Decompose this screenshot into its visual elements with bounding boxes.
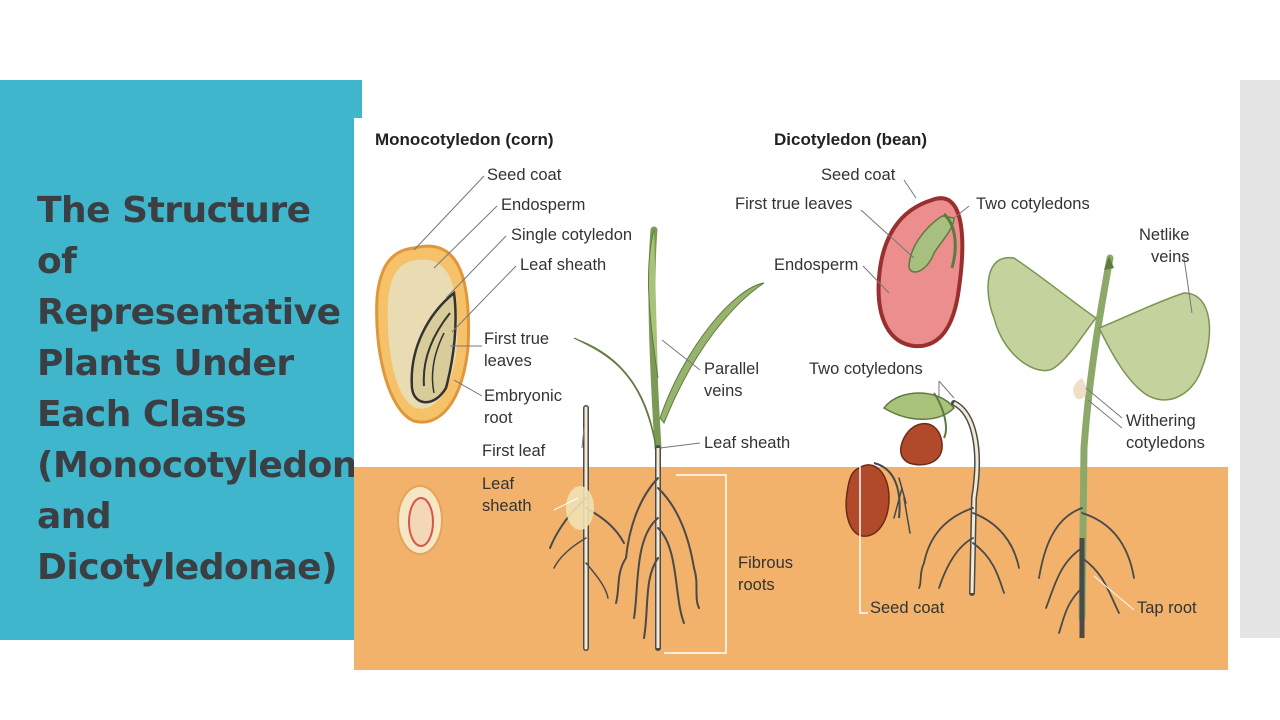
label-bean-first-true-leaves: First true leaves [735, 195, 853, 213]
label-bean-endosperm: Endosperm [774, 256, 859, 274]
label-bean-seed-coat-top: Seed coat [821, 166, 896, 184]
label-single-cotyledon: Single cotyledon [511, 226, 633, 244]
side-strip [1240, 80, 1280, 638]
label-corn-seed-coat: Seed coat [487, 166, 562, 184]
label-corn-leaf-sheath-top: Leaf sheath [520, 256, 607, 274]
label-fibrous-roots-line1: Fibrous [738, 554, 794, 572]
label-corn-leaf-sheath-low-line2: sheath [482, 497, 532, 515]
label-netlike-veins-line2: veins [1151, 248, 1190, 266]
bean-seed-illustration [876, 196, 965, 349]
label-netlike-veins-line1: Netlike [1139, 226, 1190, 244]
monocot-heading: Monocotyledon (corn) [375, 130, 554, 149]
slide-title: The Structure of Representative Plants U… [37, 190, 405, 588]
label-embryonic-root-line1: Embryonic [484, 387, 562, 405]
bean-seedling-mature [987, 254, 1211, 638]
label-two-cotyledons-mid: Two cotyledons [809, 360, 923, 378]
label-corn-endosperm: Endosperm [501, 196, 586, 214]
title-panel [0, 80, 362, 640]
label-withering-cotyledons-line1: Withering [1126, 412, 1196, 430]
corn-seed-illustration [375, 244, 471, 424]
label-parallel-veins-line1: Parallel [704, 360, 760, 378]
label-bean-seed-coat-low: Seed coat [870, 599, 945, 617]
label-corn-leaf-sheath-low-line1: Leaf [482, 475, 515, 493]
corn-seedling-young [549, 405, 625, 651]
label-two-cotyledons-top: Two cotyledons [976, 195, 1090, 213]
label-first-true-leaves-line1: First true [484, 330, 550, 348]
seedling-diagram: Monocotyledon (corn) Dicotyledon (bean) … [354, 118, 1228, 670]
label-parallel-veins-line2: veins [704, 382, 743, 400]
label-corn-leaf-sheath-right: Leaf sheath [704, 434, 791, 452]
diagram-artwork [375, 175, 1211, 654]
dicot-heading: Dicotyledon (bean) [774, 130, 928, 149]
label-tap-root: Tap root [1137, 599, 1197, 617]
label-withering-cotyledons-line2: cotyledons [1126, 434, 1205, 452]
bean-seedling-germinating [845, 462, 911, 614]
label-first-true-leaves-line2: leaves [484, 352, 532, 370]
label-embryonic-root-line2: root [484, 409, 513, 427]
corn-seed-cross-section [397, 485, 443, 555]
label-fibrous-roots-line2: roots [738, 576, 775, 594]
bean-seedling-cotyledons [882, 392, 1020, 596]
label-first-leaf: First leaf [482, 442, 546, 460]
corn-seedling-mature [573, 226, 765, 651]
